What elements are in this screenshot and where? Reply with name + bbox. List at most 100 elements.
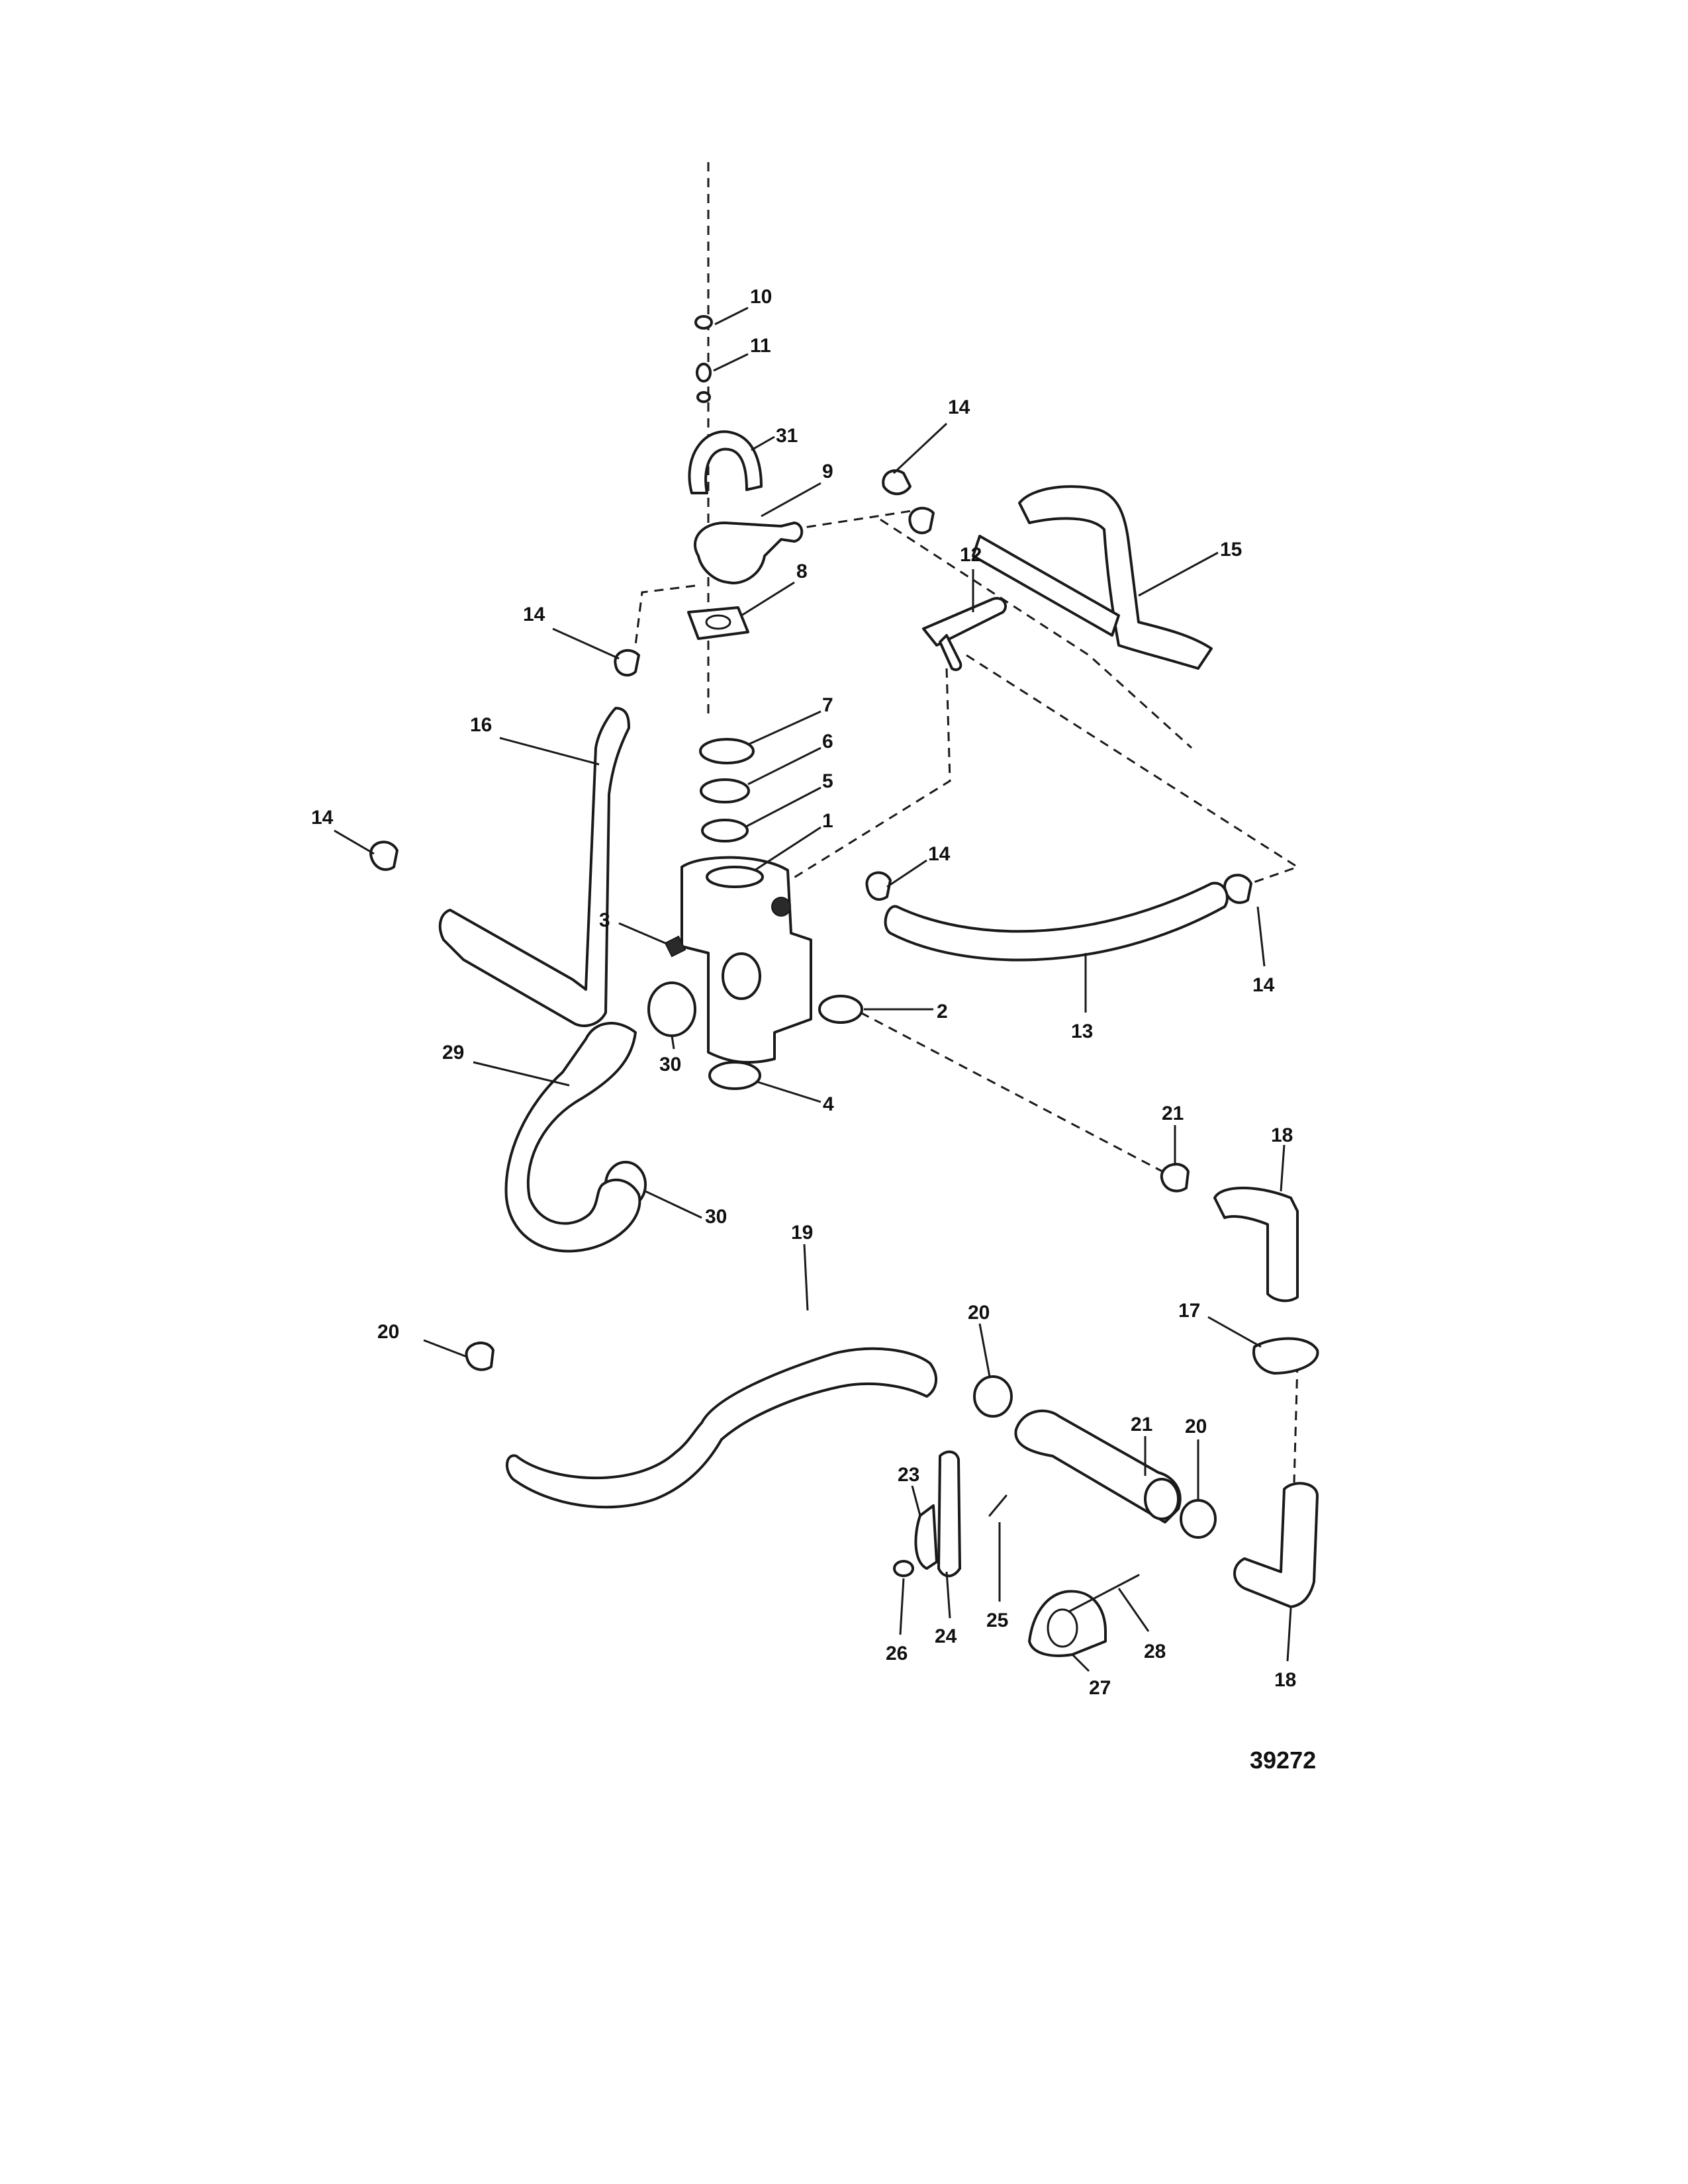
hose-part-16 [438,707,630,1027]
leader-31 [751,435,775,451]
pin-part-25 [988,1494,1008,1517]
clamp-part-20-b [973,1375,1013,1418]
plug-part-3 [664,935,686,958]
callout-2: 2 [937,1001,948,1023]
leader-4 [757,1081,821,1103]
hose-part-15 [1018,485,1213,670]
clamp-part-14-b [908,506,935,535]
leader-24 [945,1571,951,1619]
leader-6 [747,747,821,786]
leader-16 [499,737,600,766]
leader-11 [713,353,749,372]
clamp-part-21-a [1160,1163,1190,1193]
leader-14b [552,627,620,660]
gasket-part-6 [700,778,750,803]
callout-6: 6 [822,731,833,752]
callout-13: 13 [1071,1021,1093,1042]
leader-lines [334,306,1292,1672]
seal-part-7 [699,738,755,764]
strap-part-24 [937,1450,961,1578]
callout-8: 8 [796,561,808,582]
callout-29: 29 [442,1042,464,1064]
callout-30: 30 [659,1054,681,1075]
leader-23 [911,1485,921,1516]
leader-18b [1286,1608,1292,1662]
cooler-end-part-21 [1144,1478,1180,1520]
leader-18a [1280,1144,1286,1192]
leader-14c [334,829,375,855]
callout-11: 11 [750,335,771,357]
hose-part-29 [504,1022,641,1253]
callout-1: 1 [822,810,833,832]
callout-18: 18 [1271,1124,1293,1146]
clamp-part-30-a [647,981,696,1037]
thermostat-part-5 [701,819,749,842]
clamp-part-20-a [465,1342,494,1371]
leader-17 [1207,1316,1262,1348]
callout-25: 25 [986,1610,1008,1631]
callout-28: 28 [1144,1641,1166,1662]
callout-18: 18 [1274,1669,1296,1691]
washer-part-11 [696,391,711,403]
callout-10: 10 [750,286,772,308]
clamp-part-14-f [1223,874,1252,904]
leader-19 [803,1244,809,1311]
leader-30b [645,1190,702,1219]
callout-30: 30 [705,1206,727,1228]
leader-28 [1117,1588,1150,1632]
u-bolt-part-31 [688,430,763,494]
callout-4: 4 [823,1093,834,1115]
assembly-lines [634,162,1300,1483]
leader-1 [754,826,821,872]
callout-5: 5 [822,770,833,792]
hose-part-13 [884,882,1229,962]
clamp-hole-part-27 [1047,1608,1078,1648]
clamp-part-14-c [614,649,640,677]
leader-29 [473,1061,570,1087]
leader-10 [714,306,749,326]
leader-14a [892,422,948,475]
callout-17: 17 [1178,1300,1200,1322]
gasket-part-8 [687,606,749,640]
callout-3: 3 [599,909,610,931]
hose-part-18-upper [1213,1187,1299,1302]
callout-31: 31 [776,425,798,447]
clamp-part-14-a [882,469,912,496]
leader-30a [671,1035,675,1050]
gasket-part-4 [708,1061,761,1090]
callout-26: 26 [886,1643,908,1664]
callout-21: 21 [1162,1103,1184,1124]
nut-part-26 [893,1560,914,1577]
housing-outlet-part-1 [722,952,761,1000]
cooler-part-21 [1014,1409,1182,1524]
callout-14: 14 [1252,974,1275,996]
housing-port-part-1 [706,866,764,888]
clamp-part-14-e [865,871,892,901]
hose-part-15-arm [972,535,1120,637]
figure-reference-number: 39272 [1250,1747,1316,1774]
tee-branch-part-12 [939,634,962,671]
leader-7 [747,710,821,746]
clamp-part-27 [1028,1590,1107,1657]
callout-15: 15 [1220,539,1242,561]
callout-20: 20 [968,1302,990,1324]
clamp-part-17 [1252,1337,1319,1375]
callout-23: 23 [898,1464,919,1486]
callout-14: 14 [311,807,334,829]
parts [369,315,1319,1657]
callout-9: 9 [822,461,833,482]
leader-26 [899,1578,905,1635]
callout-14: 14 [948,396,970,418]
gasket-hole-part-8 [705,614,731,630]
callout-24: 24 [935,1625,957,1647]
clamp-part-20-c [1180,1499,1217,1539]
callout-27: 27 [1089,1677,1111,1699]
leader-8 [741,581,795,617]
screw-part-28 [1068,1574,1140,1613]
hose-part-19 [506,1347,937,1509]
leader-3 [618,922,666,944]
plug-part-2 [818,995,863,1024]
leader-5 [744,786,821,829]
callout-20: 20 [1185,1416,1207,1437]
